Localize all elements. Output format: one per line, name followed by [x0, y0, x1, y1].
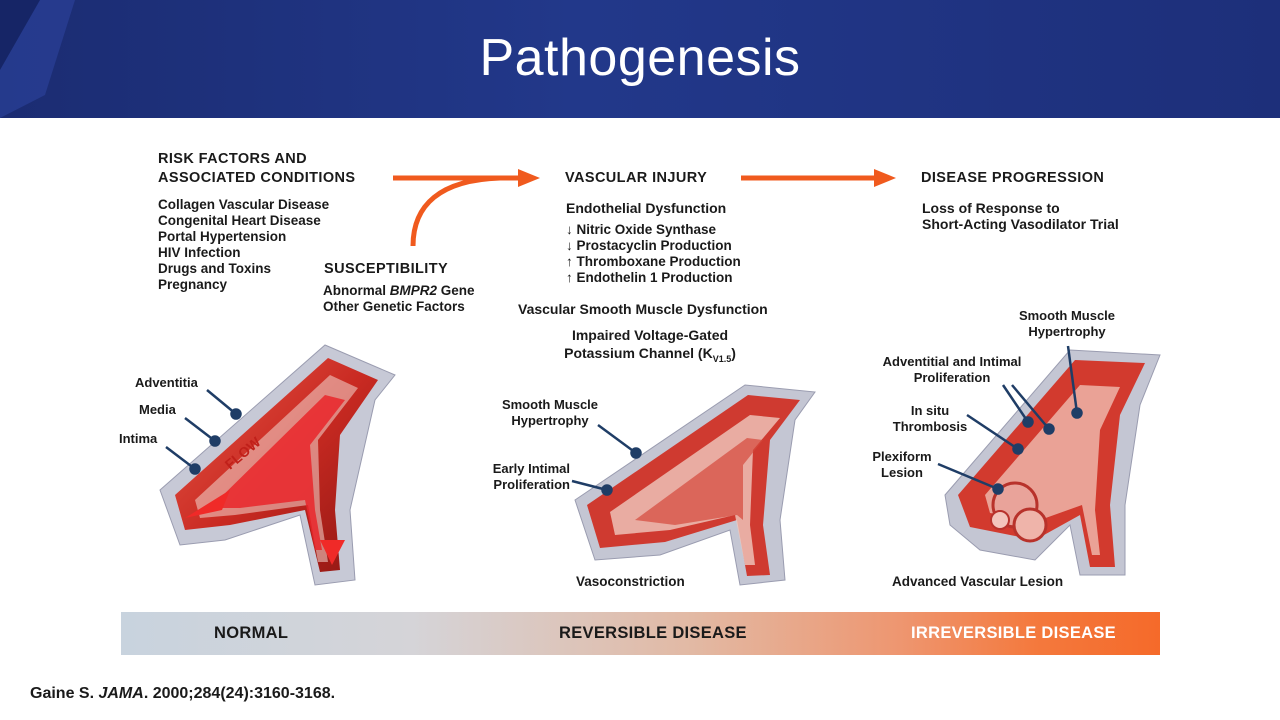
channel-subscript: V1.5: [712, 353, 732, 364]
channel-line-2: Potassium Channel (KV1.5): [530, 344, 770, 368]
channel-line-1: Impaired Voltage-Gated: [571, 327, 729, 343]
adventitial-intimal-proliferation-label: Adventitial and Intimal Proliferation: [870, 354, 1034, 386]
irreversible-hypertrophy-label: Smooth Muscle Hypertrophy: [1005, 308, 1129, 340]
label-line: Hypertrophy: [1028, 324, 1106, 339]
list-item: Abnormal BMPR2 Gene: [323, 283, 475, 299]
stage-normal: NORMAL: [214, 624, 289, 642]
risk-heading-line-2: ASSOCIATED CONDITIONS: [158, 170, 356, 186]
list-item: ↓ Prostacyclin Production: [566, 238, 732, 253]
citation-author: Gaine S.: [30, 685, 99, 702]
risk-heading-line-1: RISK FACTORS AND: [158, 151, 307, 167]
list-item: ↑ Thromboxane Production: [566, 254, 741, 269]
endothelial-list: ↓ Nitric Oxide Synthase ↓ Prostacyclin P…: [566, 222, 741, 286]
label-line: Lesion: [881, 465, 923, 480]
list-item: Portal Hypertension: [158, 229, 287, 244]
gene-name: BMPR2: [389, 283, 438, 298]
list-item: HIV Infection: [158, 245, 241, 260]
citation-journal: JAMA: [98, 685, 144, 702]
stage-irreversible: IRREVERSIBLE DISEASE: [911, 624, 1116, 642]
banner-decoration: [0, 0, 75, 118]
title-banner: [0, 0, 1280, 118]
in-situ-thrombosis-label: In situ Thrombosis: [880, 403, 980, 435]
list-item: Other Genetic Factors: [323, 299, 465, 314]
plexiform-lesion-label: Plexiform Lesion: [860, 449, 944, 481]
list-item: ↓ Nitric Oxide Synthase: [566, 222, 717, 237]
channel-text: Potassium Channel (K: [564, 345, 713, 361]
early-intimal-proliferation-label: Early Intimal Proliferation: [470, 461, 570, 493]
page-title: Pathogenesis: [479, 29, 801, 87]
disease-progression-heading: DISEASE PROGRESSION: [921, 170, 1105, 186]
smooth-muscle-dysfunction-title: Vascular Smooth Muscle Dysfunction: [518, 301, 768, 317]
list-item: Congenital Heart Disease: [158, 213, 321, 228]
normal-vessel-illustration: [159, 344, 396, 586]
list-item: Pregnancy: [158, 277, 228, 292]
label-line: Proliferation: [913, 370, 991, 385]
label-line: Smooth Muscle: [501, 397, 599, 412]
label-line: Plexiform: [872, 449, 932, 464]
endothelial-dysfunction-title: Endothelial Dysfunction: [566, 200, 727, 216]
vasoconstriction-caption: Vasoconstriction: [576, 574, 685, 589]
list-item: Short-Acting Vasodilator Trial: [922, 216, 1119, 232]
intima-label: Intima: [119, 431, 158, 446]
arrow-susceptibility-curve: [410, 175, 501, 247]
citation: Gaine S. JAMA. 2000;284(24):3160-3168.: [30, 685, 335, 703]
susceptibility-heading: SUSCEPTIBILITY: [324, 261, 449, 277]
label-line: Adventitial and Intimal: [882, 354, 1022, 369]
citation-ref: . 2000;284(24):3160-3168.: [143, 685, 336, 702]
gene-suffix: Gene: [437, 283, 475, 298]
label-line: Early Intimal: [492, 461, 570, 476]
channel-close: ): [731, 345, 736, 361]
progression-text: Loss of Response to Short-Acting Vasodil…: [922, 200, 1119, 232]
list-item: Loss of Response to: [922, 200, 1060, 216]
reversible-vessel-illustration: [574, 384, 816, 586]
list-item: Collagen Vascular Disease: [158, 197, 330, 212]
label-line: Proliferation: [493, 477, 570, 492]
label-line: Thrombosis: [892, 419, 968, 434]
vascular-injury-heading: VASCULAR INJURY: [565, 170, 708, 186]
gene-prefix: Abnormal: [323, 283, 390, 298]
risk-factors-list: Collagen Vascular Disease Congenital Hea…: [158, 197, 329, 293]
risk-factors-heading: RISK FACTORS AND ASSOCIATED CONDITIONS: [158, 150, 355, 188]
stage-reversible: REVERSIBLE DISEASE: [559, 624, 747, 642]
label-line: Smooth Muscle: [1018, 308, 1116, 323]
potassium-channel-text: Impaired Voltage-Gated Potassium Channel…: [530, 326, 770, 368]
smooth-muscle-hypertrophy-label: Smooth Muscle Hypertrophy: [490, 397, 610, 429]
susceptibility-list: Abnormal BMPR2 Gene Other Genetic Factor…: [323, 283, 475, 315]
adventitia-label: Adventitia: [135, 375, 198, 390]
advanced-vascular-lesion-caption: Advanced Vascular Lesion: [892, 574, 1064, 589]
list-item: ↑ Endothelin 1 Production: [566, 270, 733, 285]
list-item: Drugs and Toxins: [158, 261, 272, 276]
label-line: Hypertrophy: [511, 413, 589, 428]
label-line: In situ: [910, 403, 950, 418]
disease-stage-bar: NORMAL REVERSIBLE DISEASE IRREVERSIBLE D…: [121, 612, 1160, 655]
arrow-injury-to-progression: [741, 169, 896, 187]
irreversible-vessel-illustration: [944, 349, 1161, 576]
media-label: Media: [139, 402, 176, 417]
